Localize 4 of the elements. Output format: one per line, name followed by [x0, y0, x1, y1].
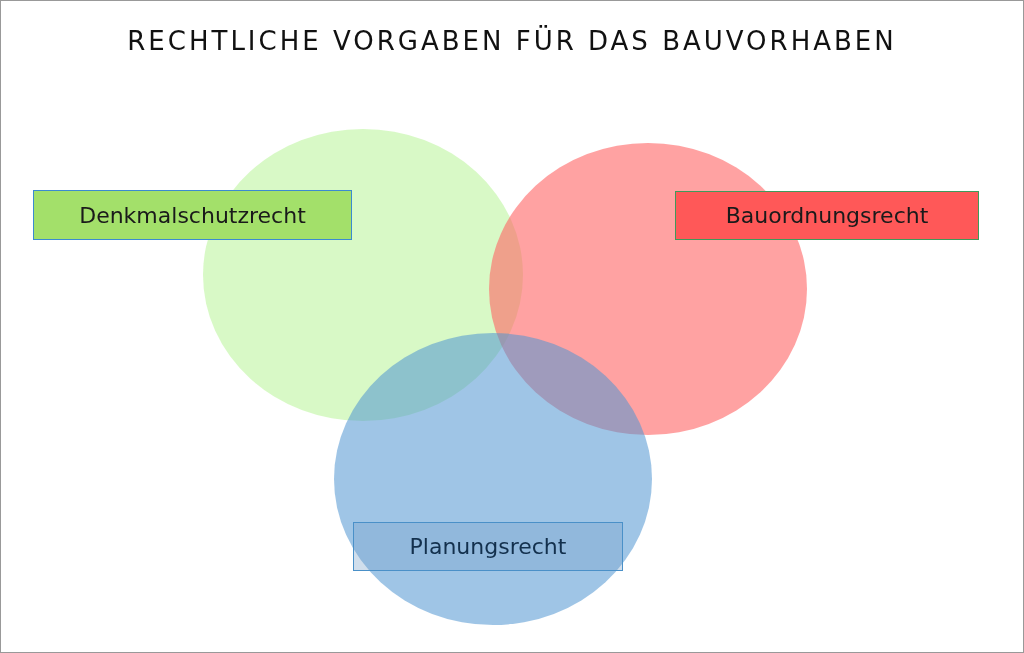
label-box: Planungsrecht [353, 522, 623, 571]
title: RECHTLICHE VORGABEN FÜR DAS BAUVORHABEN [126, 26, 898, 56]
label-box: Denkmalschutzrecht [33, 190, 352, 240]
label-box: Bauordnungsrecht [675, 191, 979, 240]
